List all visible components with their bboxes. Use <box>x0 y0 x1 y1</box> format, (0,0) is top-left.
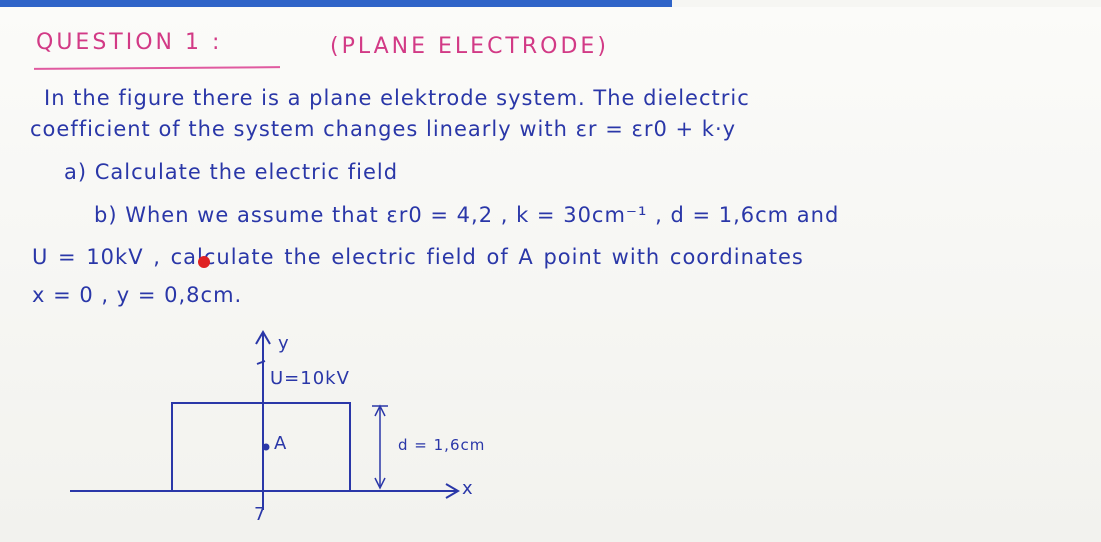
problem-line-1: In the figure there is a plane elektrode… <box>44 86 750 110</box>
coordinates-line: x = 0 , y = 0,8cm. <box>32 283 243 307</box>
point-a-label: A <box>274 433 288 454</box>
question-label: QUESTION 1 : <box>36 30 223 55</box>
voltage-label: U=10kV <box>270 368 350 389</box>
voltage-terminal <box>256 360 266 365</box>
electrode-box <box>171 402 351 492</box>
top-bar <box>0 0 672 7</box>
distance-arrow-bottom <box>374 477 386 490</box>
problem-line-2: coefficient of the system changes linear… <box>30 117 737 141</box>
cursor-marker <box>198 256 210 268</box>
question-title: (PLANE ELECTRODE) <box>330 34 609 59</box>
distance-label: d = 1,6cm <box>398 436 486 454</box>
notebook-page <box>0 7 1101 542</box>
part-b: b) When we assume that εr0 = 4,2 , k = 3… <box>94 203 840 227</box>
y-axis-arrow <box>255 330 271 345</box>
part-a: a) Calculate the electric field <box>64 160 399 184</box>
x-axis-label: x <box>462 478 474 499</box>
point-a-marker <box>262 443 270 451</box>
problem-line-u: U = 10kV , calculate the electric field … <box>32 245 804 269</box>
ground-mark: 7 <box>254 504 267 525</box>
y-axis-label: y <box>278 333 290 354</box>
x-axis-arrow <box>445 483 460 499</box>
